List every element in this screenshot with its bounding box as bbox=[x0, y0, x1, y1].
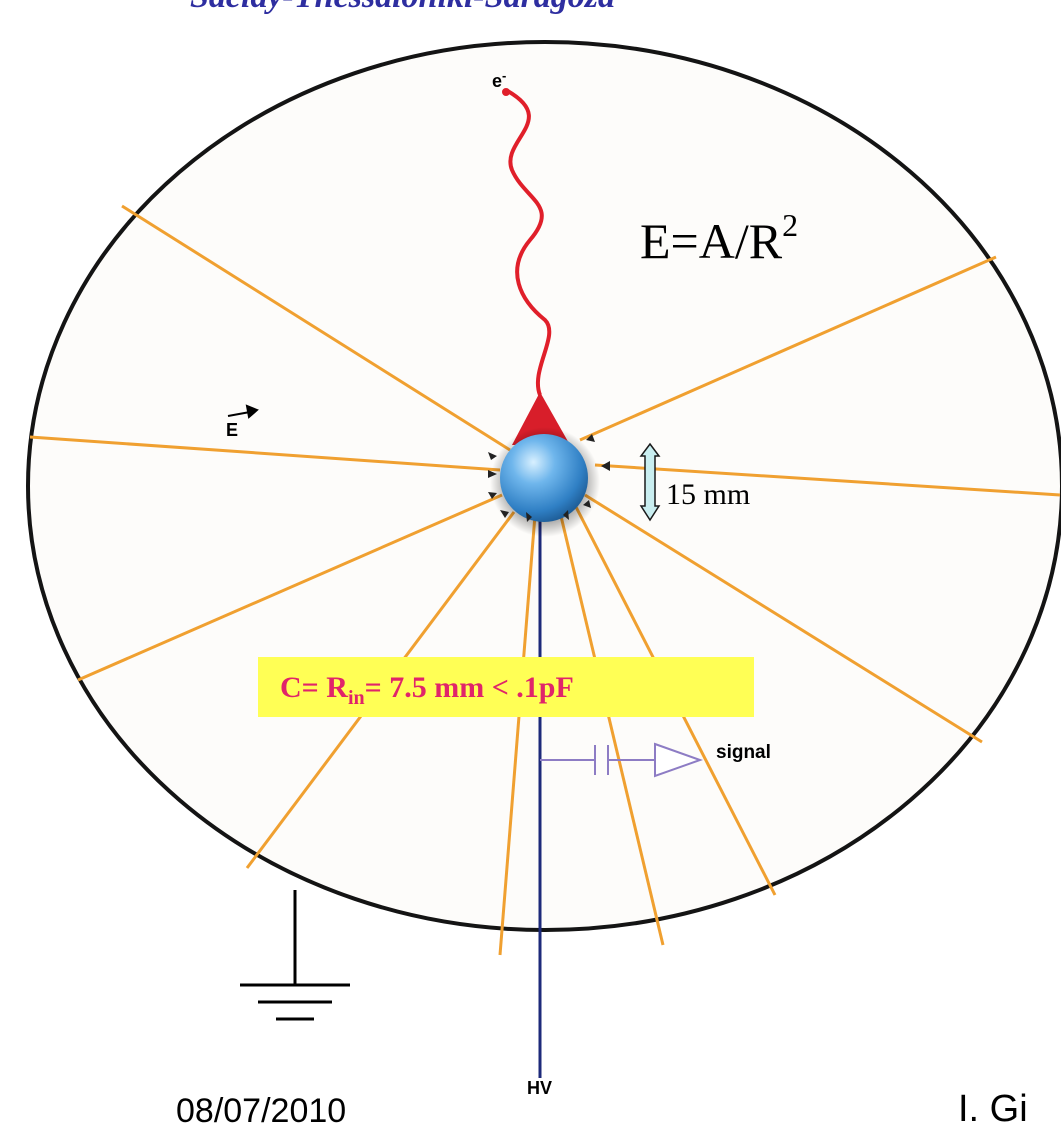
sensor-size-label: 15 mm bbox=[666, 478, 751, 511]
formula-base: E=A/R bbox=[640, 213, 783, 269]
capacitance-subscript: in bbox=[347, 687, 365, 709]
signal-label: signal bbox=[716, 742, 771, 763]
sensor-ball bbox=[500, 434, 588, 522]
hv-label: HV bbox=[527, 1078, 553, 1098]
capacitance-prefix: C= R bbox=[280, 671, 348, 704]
capacitance-highlight-box: C= Rin= 7.5 mm < .1pF bbox=[258, 657, 754, 717]
field-arrowheads bbox=[488, 434, 610, 522]
electron-charge: - bbox=[502, 68, 507, 83]
footer-date: 08/07/2010 bbox=[176, 1092, 347, 1130]
ground-symbol bbox=[240, 890, 350, 1021]
footer-author: I. Gi bbox=[958, 1088, 1028, 1130]
electron-symbol: e bbox=[492, 71, 503, 91]
capacitance-suffix: = 7.5 mm < .1pF bbox=[364, 671, 574, 704]
field-vector-label: E bbox=[226, 420, 239, 440]
size-double-arrow bbox=[639, 442, 661, 522]
field-vector-arrow bbox=[227, 404, 259, 419]
capacitance-text: C= Rin= 7.5 mm < .1pF bbox=[280, 671, 574, 710]
electron-track bbox=[505, 88, 552, 396]
spherical-detector-diagram bbox=[26, 40, 1061, 1078]
header-title: Saclay-Thessaloniki-Saragoza bbox=[190, 0, 615, 16]
electron-label: e- bbox=[492, 68, 506, 92]
signal-readout bbox=[540, 742, 703, 778]
field-formula: E=A/R2 bbox=[640, 209, 798, 270]
formula-exponent: 2 bbox=[782, 207, 799, 244]
electron-dot bbox=[502, 88, 510, 96]
